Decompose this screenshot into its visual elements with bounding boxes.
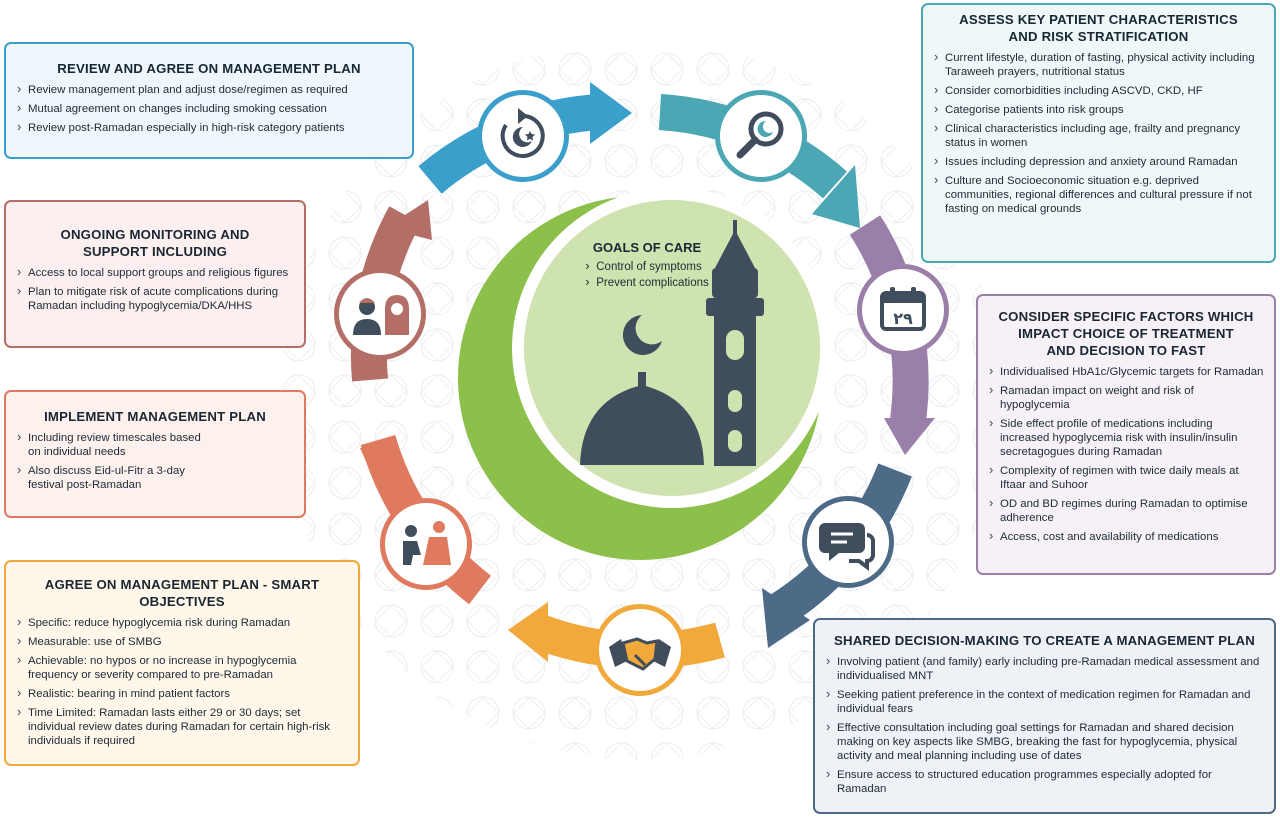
consider-title-line2: IMPACT CHOICE OF TREATMENT [1018,326,1234,341]
arrowhead-blue [590,82,632,144]
calendar-icon: ٢٩ [880,287,926,331]
agree-box: AGREE ON MANAGEMENT PLAN - SMART OBJECTI… [4,560,360,766]
monitor-title: ONGOING MONITORING AND SUPPORT INCLUDING [16,226,294,260]
consider-list: Individualised HbA1c/Glycemic targets fo… [988,364,1264,544]
shared-list: Involving patient (and family) early inc… [825,654,1264,796]
consider-title: CONSIDER SPECIFIC FACTORS WHICH IMPACT C… [988,308,1264,359]
support-people-icon [353,295,409,335]
assess-title: ASSESS KEY PATIENT CHARACTERISTICS AND R… [933,11,1264,45]
list-item: Time Limited: Ramadan lasts either 29 or… [16,705,348,748]
assess-title-line2: AND RISK STRATIFICATION [1008,29,1189,44]
list-item: Complexity of regimen with twice daily m… [988,463,1264,492]
goals-item: Control of symptoms [585,258,709,275]
arrowhead-teal [812,165,860,228]
list-item: Culture and Socioeconomic situation e.g.… [933,173,1264,216]
list-item: Access to local support groups and relig… [16,265,294,280]
arrowhead-purple [884,418,935,455]
assess-list: Current lifestyle, duration of fasting, … [933,50,1264,216]
list-item: Ramadan impact on weight and risk of hyp… [988,383,1264,412]
consider-title-line1: CONSIDER SPECIFIC FACTORS WHICH [998,309,1254,324]
goals-list: Control of symptoms Prevent complication… [585,258,709,291]
assess-box: ASSESS KEY PATIENT CHARACTERISTICS AND R… [921,3,1276,263]
list-item: Measurable: use of SMBG [16,634,348,649]
list-item: Side effect profile of medications inclu… [988,416,1264,459]
calendar-number: ٢٩ [893,309,913,328]
monitor-circle [334,268,426,360]
monitor-title-line1: ONGOING MONITORING AND [60,227,250,242]
refresh-crescent-icon [500,108,545,158]
review-list: Review management plan and adjust dose/r… [16,82,402,135]
review-box: REVIEW AND AGREE ON MANAGEMENT PLAN Revi… [4,42,414,159]
implement-box: IMPLEMENT MANAGEMENT PLAN Including revi… [4,390,306,518]
review-title: REVIEW AND AGREE ON MANAGEMENT PLAN [57,61,361,76]
implement-circle [380,498,472,590]
shared-box: SHARED DECISION-MAKING TO CREATE A MANAG… [813,618,1276,814]
list-item: Review post-Ramadan especially in high-r… [16,120,402,135]
list-item: Issues including depression and anxiety … [933,154,1264,169]
list-item: Clinical characteristics including age, … [933,121,1264,150]
monitor-title-line2: SUPPORT INCLUDING [82,244,228,259]
list-item: Achievable: no hypos or no increase in h… [16,653,348,682]
list-item: Access, cost and availability of medicat… [988,529,1264,544]
assess-title-line1: ASSESS KEY PATIENT CHARACTERISTICS [959,12,1238,27]
list-item: Categorise patients into risk groups [933,102,1264,117]
chat-bubbles-icon [819,523,875,571]
magnifier-icon [736,111,784,159]
agree-list: Specific: reduce hypoglycemia risk durin… [16,615,348,748]
implement-title: IMPLEMENT MANAGEMENT PLAN [44,409,266,424]
list-item: Also discuss Eid-ul-Fitr a 3-day festiva… [16,463,216,492]
arrowhead-salmon [360,448,396,488]
list-item: Consider comorbidities including ASCVD, … [933,83,1264,98]
list-item: Including review timescales based on ind… [16,430,216,459]
arrowhead-navy [762,588,810,648]
list-item: Involving patient (and family) early inc… [825,654,1264,683]
shared-title: SHARED DECISION-MAKING TO CREATE A MANAG… [833,633,1255,648]
consider-title-line3: AND DECISION TO FAST [1046,343,1206,358]
list-item: Individualised HbA1c/Glycemic targets fo… [988,364,1264,379]
assess-circle [715,90,807,182]
consider-box: CONSIDER SPECIFIC FACTORS WHICH IMPACT C… [976,294,1276,575]
list-item: Ensure access to structured education pr… [825,767,1264,796]
list-item: Seeking patient preference in the contex… [825,687,1264,716]
implement-list: Including review timescales based on ind… [16,430,216,492]
monitor-list: Access to local support groups and relig… [16,265,294,313]
list-item: Review management plan and adjust dose/r… [16,82,402,97]
review-cycle-circle [477,90,569,182]
arrowhead-orange [508,602,548,662]
list-item: Plan to mitigate risk of acute complicat… [16,284,294,313]
list-item: OD and BD regimes during Ramadan to opti… [988,496,1264,525]
arrowhead-red [385,200,432,240]
list-item: Specific: reduce hypoglycemia risk durin… [16,615,348,630]
list-item: Effective consultation including goal se… [825,720,1264,763]
monitor-box: ONGOING MONITORING AND SUPPORT INCLUDING… [4,200,306,348]
praying-people-icon [403,521,451,565]
list-item: Mutual agreement on changes including sm… [16,101,402,116]
list-item: Realistic: bearing in mind patient facto… [16,686,348,701]
goals-of-care: GOALS OF CARE Control of symptoms Preven… [572,240,722,291]
mosque-icon [580,220,764,466]
shared-decision-circle [802,496,894,588]
agree-handshake-circle [594,604,686,696]
agree-title: AGREE ON MANAGEMENT PLAN - SMART OBJECTI… [44,577,320,609]
consider-circle: ٢٩ [857,264,949,356]
goals-title: GOALS OF CARE [592,240,702,255]
list-item: Current lifestyle, duration of fasting, … [933,50,1264,79]
goals-item: Prevent complications [585,274,709,291]
handshake-icon [609,637,671,671]
